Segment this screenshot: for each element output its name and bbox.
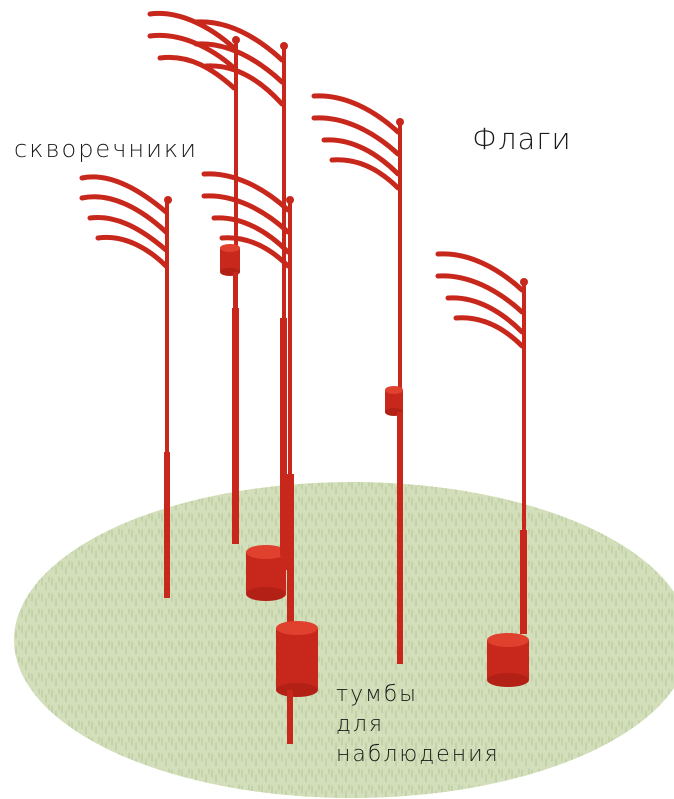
stand-icon	[276, 621, 318, 697]
birdhouse-icon	[220, 244, 240, 276]
label-flags: Флаги	[472, 122, 572, 156]
label-observation-stands: тумбы для наблюдения	[336, 680, 500, 770]
label-stands-line-3: наблюдения	[336, 740, 500, 770]
flag-icon	[438, 254, 522, 346]
flag-icon	[82, 177, 166, 266]
label-stands-line-2: для	[336, 710, 500, 740]
label-stands-line-1: тумбы	[336, 680, 500, 710]
flag-icon	[314, 96, 398, 188]
flag-icon	[204, 174, 288, 266]
label-birdhouses: скворечники	[14, 135, 198, 163]
flag-pole-2	[150, 13, 240, 544]
birdhouse-icon	[385, 386, 403, 416]
stand-icon	[246, 540, 287, 601]
flag-icon	[196, 22, 282, 104]
stand-icon	[487, 633, 529, 687]
